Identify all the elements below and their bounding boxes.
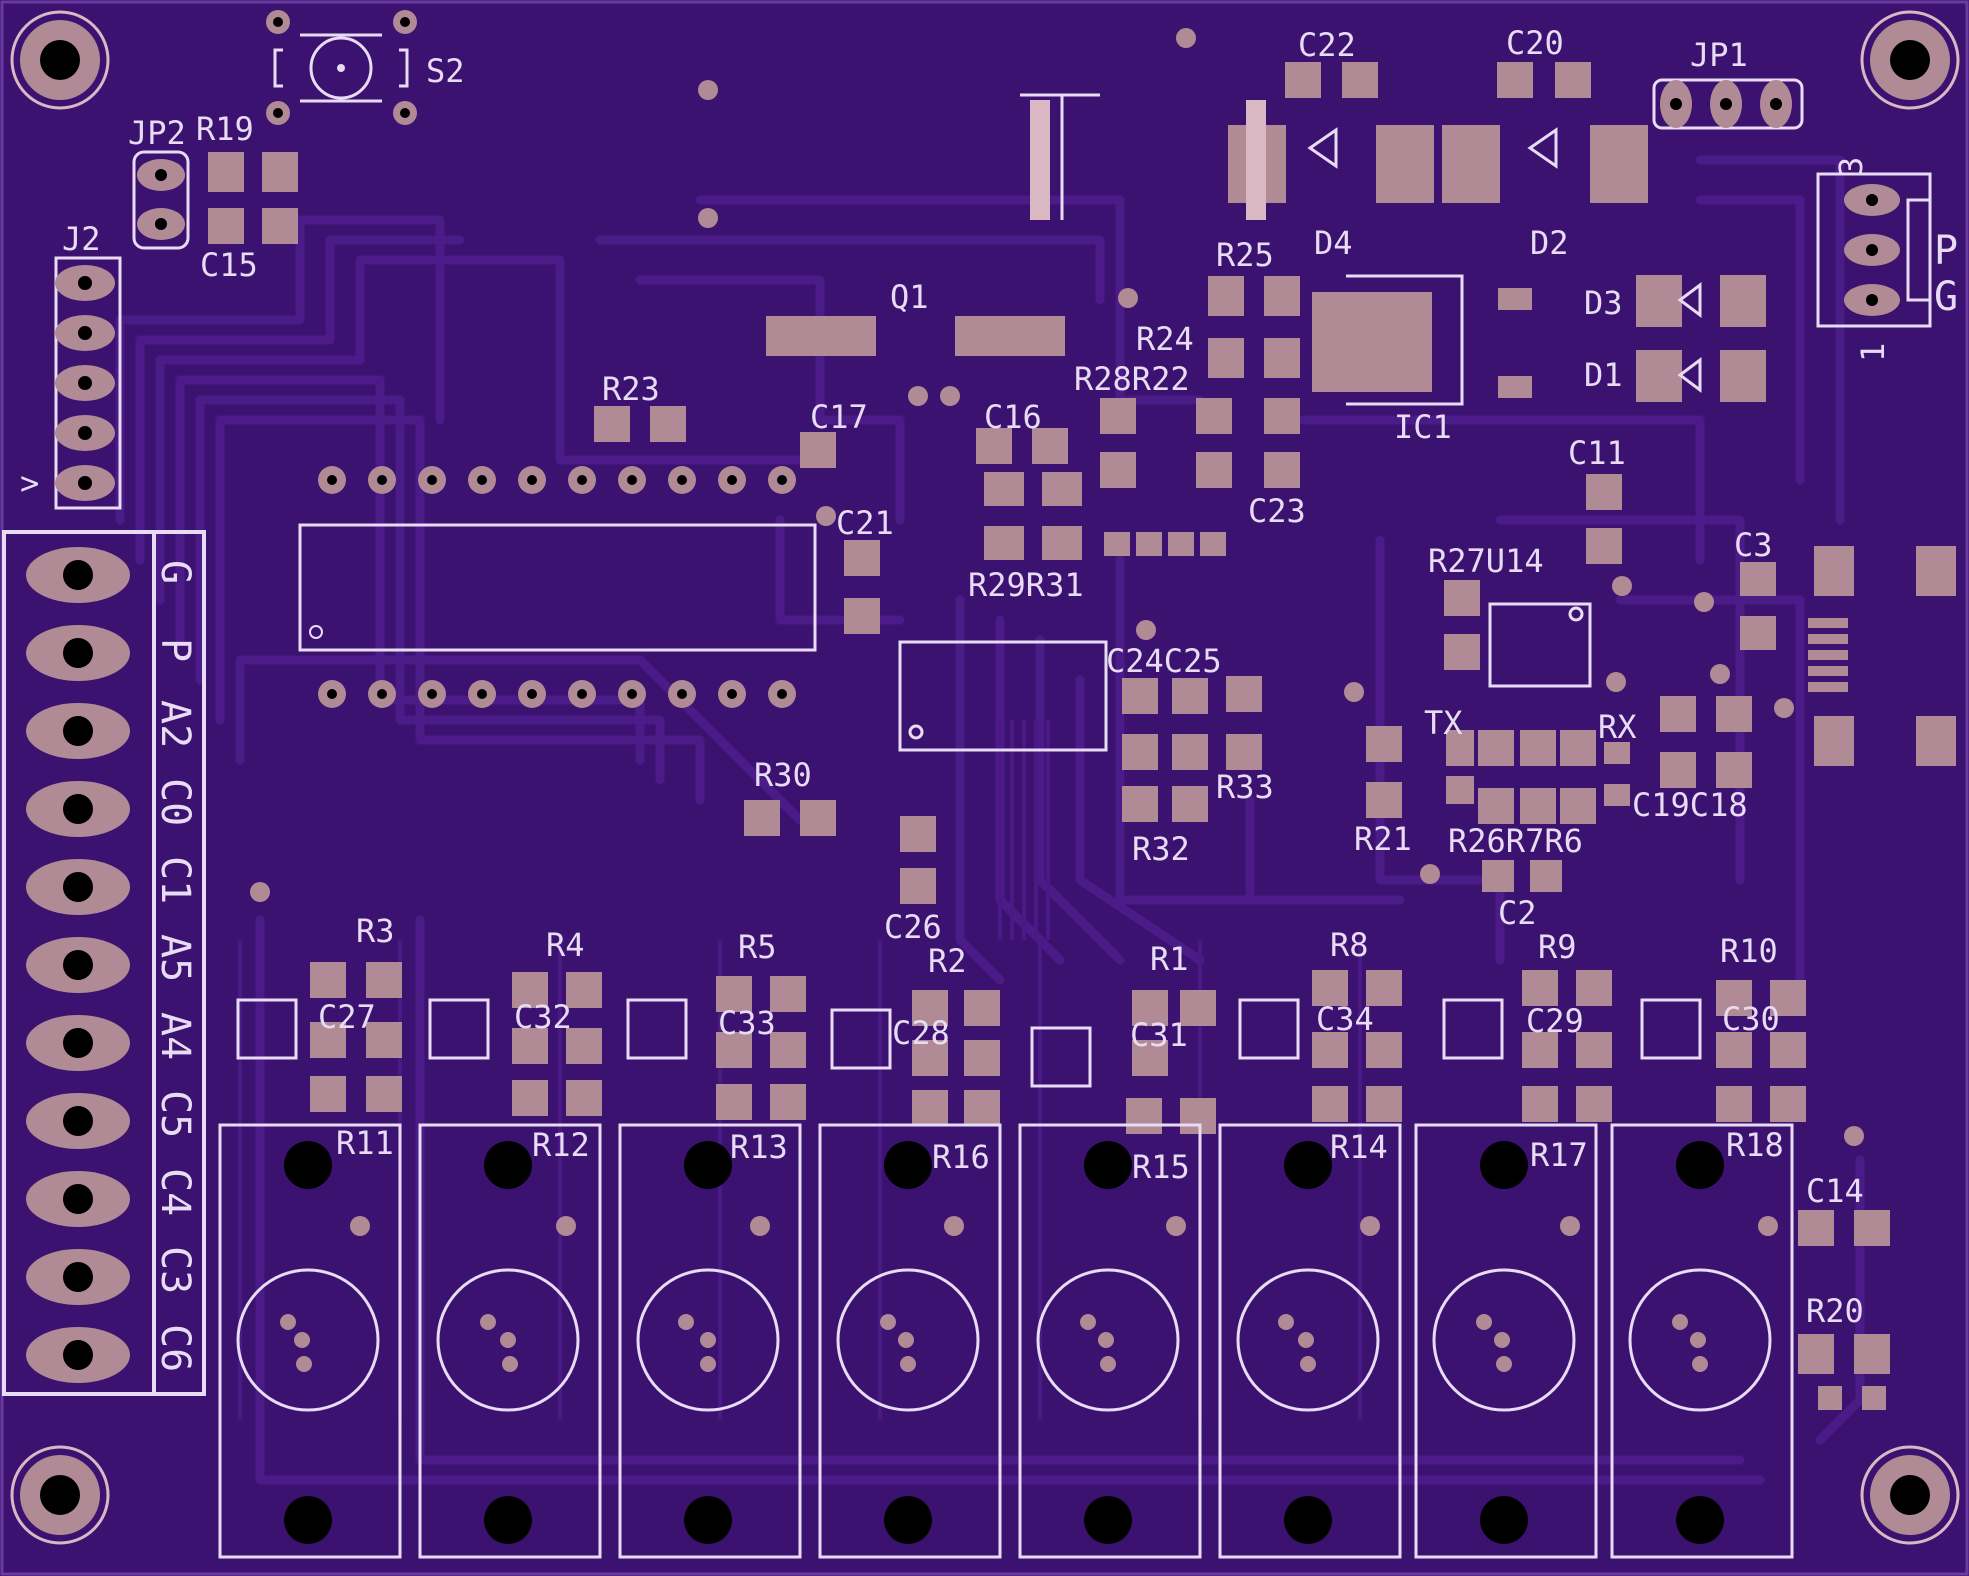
- label-c34: C34: [1316, 1000, 1374, 1038]
- pin-label-c6: C6: [152, 1324, 198, 1372]
- label-c15: C15: [200, 246, 258, 284]
- label-c19c18: C19C18: [1632, 786, 1748, 824]
- label-r27u14: R27U14: [1428, 542, 1544, 580]
- label-c3: C3: [1734, 526, 1773, 564]
- label-r8: R8: [1330, 926, 1369, 964]
- label-arrow: >: [20, 464, 39, 502]
- label-r17: R17: [1530, 1136, 1588, 1174]
- label-r25: R25: [1216, 236, 1274, 274]
- label-r19: R19: [196, 110, 254, 148]
- label-pin1: 1: [1854, 343, 1892, 362]
- vias: [250, 28, 1864, 1372]
- label-j2: J2: [62, 220, 101, 258]
- header-j2: [54, 256, 122, 510]
- label-r3: R3: [356, 912, 395, 950]
- dip-module: [298, 466, 817, 708]
- label-jp1: JP1: [1690, 36, 1748, 74]
- relay-holes: [284, 1141, 1724, 1544]
- label-c32: C32: [514, 998, 572, 1036]
- switch-s2: [266, 10, 417, 125]
- label-r33: R33: [1216, 768, 1274, 806]
- pin-label-c4: C4: [152, 1168, 198, 1216]
- silkscreen-labels: C22 C20 JP1 S2 JP2 R19 C15 J2 > D4 D2 D3…: [20, 24, 1958, 1330]
- label-r23: R23: [602, 370, 660, 408]
- label-c29: C29: [1526, 1002, 1584, 1040]
- label-r14: R14: [1330, 1128, 1388, 1166]
- pin-label-c3: C3: [152, 1246, 198, 1294]
- label-d2: D2: [1530, 224, 1569, 262]
- pin-label-a2: A2: [152, 700, 198, 748]
- label-ic1: IC1: [1394, 408, 1452, 446]
- pin-label-a5: A5: [152, 934, 198, 982]
- terminal-connector: [2, 530, 206, 1396]
- label-c21: C21: [836, 504, 894, 542]
- label-q1: Q1: [890, 278, 929, 316]
- label-r32: R32: [1132, 830, 1190, 868]
- label-r10: R10: [1720, 932, 1778, 970]
- label-d4: D4: [1314, 224, 1353, 262]
- label-c11: C11: [1568, 434, 1626, 472]
- power-connector: [1816, 172, 1932, 328]
- label-c2: C2: [1498, 894, 1537, 932]
- relays: [218, 1123, 1794, 1559]
- label-p: P: [1934, 228, 1958, 274]
- label-c14: C14: [1806, 1172, 1864, 1210]
- label-tx: TX: [1424, 704, 1463, 742]
- label-d3: D3: [1584, 284, 1623, 322]
- label-r30: R30: [754, 756, 812, 794]
- pin-label-g: G: [152, 560, 198, 584]
- label-r28r22: R28R22: [1074, 360, 1190, 398]
- label-r15: R15: [1132, 1148, 1190, 1186]
- label-r18: R18: [1726, 1126, 1784, 1164]
- pin-label-c0: C0: [152, 778, 198, 826]
- jumper-jp2: [132, 150, 190, 250]
- label-g: G: [1934, 274, 1958, 320]
- connector-pin-labels: G P A2 C0 C1 A5 A4 C5 C4 C3 C6: [152, 560, 198, 1372]
- smd-pads: [208, 62, 1956, 1410]
- label-r21: R21: [1354, 820, 1412, 858]
- pin-label-a4: A4: [152, 1012, 198, 1060]
- label-r26r7r6: R26R7R6: [1448, 822, 1583, 860]
- label-r2: R2: [928, 942, 967, 980]
- label-c17: C17: [810, 398, 868, 436]
- label-c27: C27: [318, 998, 376, 1036]
- relay-drivers: [236, 962, 1806, 1134]
- label-pin3: 3: [1832, 157, 1870, 176]
- label-c33: C33: [718, 1004, 776, 1042]
- label-c23: C23: [1248, 492, 1306, 530]
- label-c20: C20: [1506, 24, 1564, 62]
- pin-label-c5: C5: [152, 1090, 198, 1138]
- pin-label-c1: C1: [152, 856, 198, 904]
- label-s2: S2: [426, 52, 465, 90]
- label-r20: R20: [1806, 1292, 1864, 1330]
- label-r16: R16: [932, 1138, 990, 1176]
- ic-outlines: [898, 93, 1702, 752]
- jumper-jp1: [1652, 78, 1804, 130]
- label-jp2: JP2: [128, 114, 186, 152]
- label-r24: R24: [1136, 320, 1194, 358]
- mounting-holes: [10, 10, 1960, 1545]
- label-r11: R11: [336, 1124, 394, 1162]
- label-r12: R12: [532, 1126, 590, 1164]
- label-c16: C16: [984, 398, 1042, 436]
- label-r1: R1: [1150, 940, 1189, 978]
- label-c31: C31: [1130, 1016, 1188, 1054]
- label-c28: C28: [892, 1014, 950, 1052]
- label-c22: C22: [1298, 26, 1356, 64]
- label-c30: C30: [1722, 1000, 1780, 1038]
- pin-label-p: P: [152, 638, 198, 662]
- label-d1: D1: [1584, 356, 1623, 394]
- label-r13: R13: [730, 1128, 788, 1166]
- label-r5: R5: [738, 928, 777, 966]
- label-rx: RX: [1598, 708, 1637, 746]
- label-r9: R9: [1538, 928, 1577, 966]
- label-r29r31: R29R31: [968, 566, 1084, 604]
- label-r4: R4: [546, 926, 585, 964]
- label-c26: C26: [884, 908, 942, 946]
- label-c24c25: C24C25: [1106, 642, 1222, 680]
